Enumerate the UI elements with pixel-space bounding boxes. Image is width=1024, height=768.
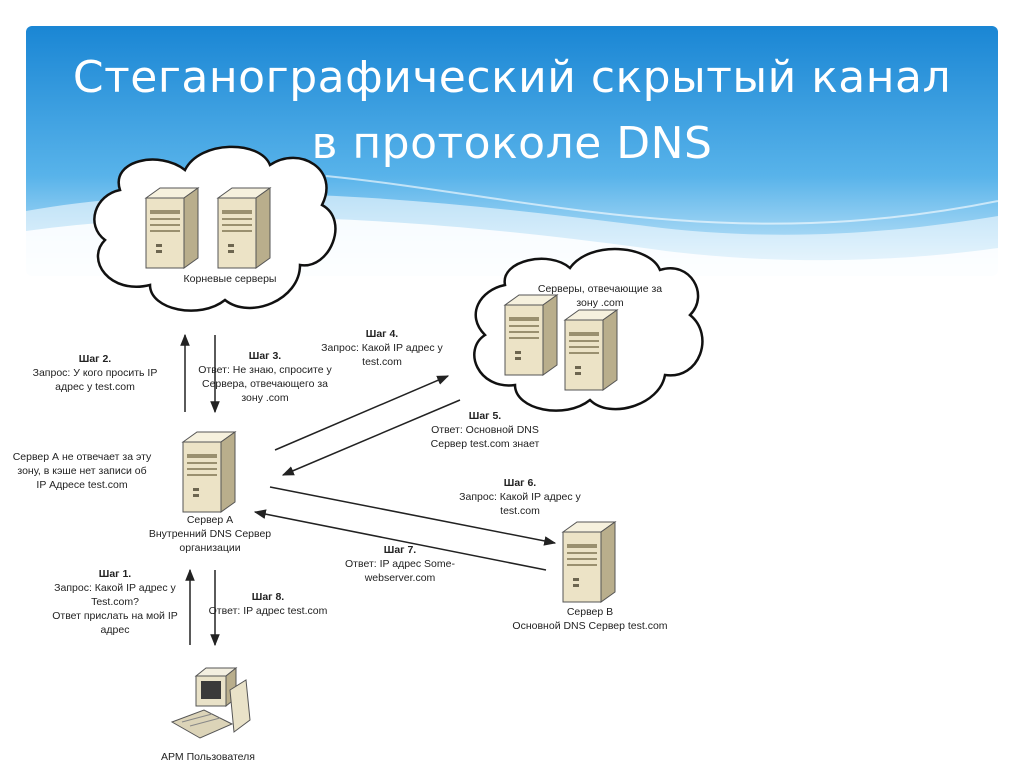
step-5-line-2: Сервер test.com знает bbox=[430, 438, 540, 450]
workstation-label: АРМ Пользователя bbox=[161, 751, 255, 763]
step-5-label: Шаг 5. Ответ: Основной DNS Сервер test.c… bbox=[415, 409, 555, 451]
step-3-title: Шаг 3. bbox=[248, 350, 282, 362]
step-4-title: Шаг 4. bbox=[365, 328, 399, 340]
step-1-line-2: Test.com? bbox=[91, 596, 139, 608]
arrow-step-5 bbox=[281, 399, 461, 476]
step-1-label: Шаг 1. Запрос: Какой IP адрес у Test.com… bbox=[45, 567, 185, 637]
step-1-line-4: адрес bbox=[100, 624, 130, 636]
step-3-line-1: Ответ: Не знаю, спросите у bbox=[198, 364, 332, 376]
com-servers-label: Серверы, отвечающие за зону .com bbox=[520, 282, 680, 310]
server-a-label-line-3: организации bbox=[179, 542, 241, 554]
server-b-label: Сервер В Основной DNS Сервер test.com bbox=[500, 605, 680, 633]
arrow-step-4 bbox=[274, 375, 450, 451]
step-6-title: Шаг 6. bbox=[503, 477, 537, 489]
step-7-line-2: webserver.com bbox=[364, 572, 436, 584]
page-title-line-2: в протоколе DNS bbox=[311, 118, 713, 169]
step-1-title: Шаг 1. bbox=[98, 568, 132, 580]
server-a-note-line-1: Сервер А не отвечает за эту bbox=[12, 451, 152, 463]
step-1-line-3: Ответ прислать на мой IP bbox=[52, 610, 178, 622]
page-title-line-1: Стеганографический скрытый канал bbox=[72, 52, 952, 103]
server-a-note: Сервер А не отвечает за эту зону, в кэше… bbox=[2, 450, 162, 492]
server-b-label-line-2: Основной DNS Сервер test.com bbox=[512, 620, 668, 632]
step-2-title: Шаг 2. bbox=[78, 353, 112, 365]
step-2-label: Шаг 2. Запрос: У кого просить IP адрес у… bbox=[30, 352, 160, 394]
server-a-icon bbox=[182, 431, 236, 513]
step-4-line-1: Запрос: Какой IP адрес у bbox=[321, 342, 443, 354]
step-6-label: Шаг 6. Запрос: Какой IP адрес у test.com bbox=[450, 476, 590, 518]
arrow-step-7 bbox=[253, 509, 547, 571]
step-5-title: Шаг 5. bbox=[468, 410, 502, 422]
server-a-note-line-2: зону, в кэше нет записи об bbox=[17, 465, 147, 477]
step-3-line-2: Сервера, отвечающего за bbox=[202, 378, 328, 390]
step-8-line-1: Ответ: IP адрес test.com bbox=[208, 605, 328, 617]
server-b-label-line-1: Сервер В bbox=[566, 606, 614, 618]
step-3-label: Шаг 3. Ответ: Не знаю, спросите у Сервер… bbox=[195, 349, 335, 405]
step-5-line-1: Ответ: Основной DNS bbox=[431, 424, 539, 436]
server-b-icon bbox=[562, 521, 616, 603]
step-2-line-1: Запрос: У кого просить IP bbox=[32, 367, 158, 379]
step-6-line-2: test.com bbox=[500, 505, 540, 517]
com-servers-label-line-2: зону .com bbox=[576, 297, 624, 309]
step-2-line-2: адрес у test.com bbox=[55, 381, 135, 393]
root-server-2 bbox=[217, 187, 271, 269]
server-a-note-line-3: IP Адресе test.com bbox=[36, 479, 128, 491]
step-6-line-1: Запрос: Какой IP адрес у bbox=[459, 491, 581, 503]
step-8-title: Шаг 8. bbox=[251, 591, 285, 603]
root-servers-cloud bbox=[93, 145, 337, 312]
com-servers-label-line-1: Серверы, отвечающие за bbox=[537, 283, 663, 295]
root-server-1 bbox=[145, 187, 199, 269]
com-server-2 bbox=[564, 309, 618, 391]
step-3-line-3: зону .com bbox=[241, 392, 289, 404]
root-servers-label: Корневые серверы bbox=[183, 273, 277, 285]
server-a-label-line-1: Сервер А bbox=[186, 514, 234, 526]
step-7-label: Шаг 7. Ответ: IP адрес Some- webserver.c… bbox=[330, 543, 470, 585]
arrow-step-6 bbox=[269, 486, 557, 546]
step-4-label: Шаг 4. Запрос: Какой IP адрес у test.com bbox=[312, 327, 452, 369]
server-a-label-line-2: Внутренний DNS Сервер bbox=[148, 528, 272, 540]
step-7-line-1: Ответ: IP адрес Some- bbox=[345, 558, 455, 570]
server-a-label: Сервер А Внутренний DNS Сервер организац… bbox=[140, 513, 280, 555]
workstation-icon bbox=[170, 666, 251, 739]
step-8-label: Шаг 8. Ответ: IP адрес test.com bbox=[198, 590, 338, 618]
step-7-title: Шаг 7. bbox=[383, 544, 417, 556]
step-1-line-1: Запрос: Какой IP адрес у bbox=[54, 582, 176, 594]
step-4-line-2: test.com bbox=[362, 356, 402, 368]
